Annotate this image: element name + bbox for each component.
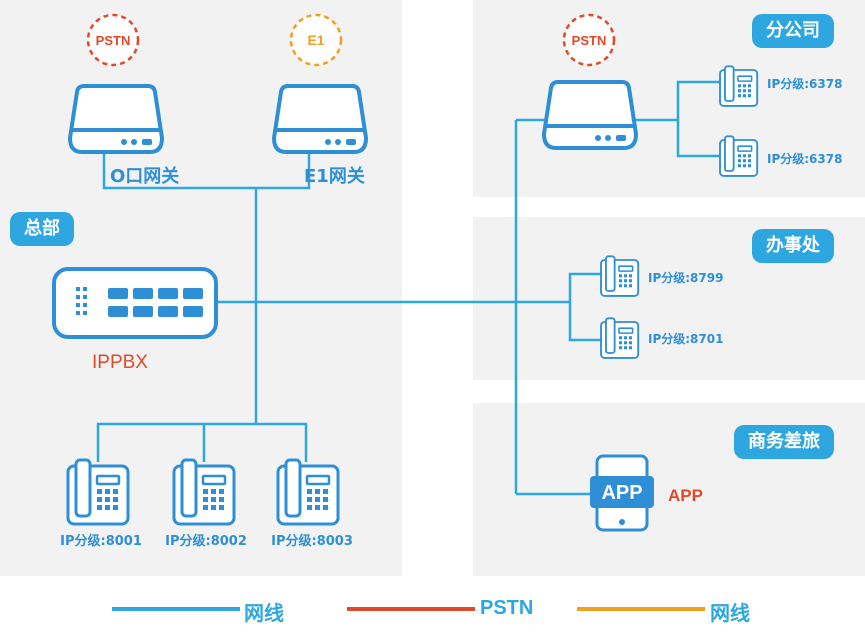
- branch-pstn-badge-text: PSTN: [572, 33, 607, 48]
- o-gateway-label: O口网关: [110, 165, 179, 187]
- branch-title: 分公司: [752, 14, 834, 48]
- hq-phone-2-icon: [172, 458, 236, 526]
- e1-gateway-icon: [272, 84, 368, 154]
- hq-phone-3-icon: [276, 458, 340, 526]
- o-gateway-icon: [68, 84, 164, 154]
- hq-phone-2-label: IP分级:8002: [165, 533, 247, 549]
- hq-phone-1-icon: [66, 458, 130, 526]
- legend-network-label: 网线: [244, 601, 284, 625]
- branch-phone-2-icon: [719, 135, 759, 177]
- branch-pstn-badge: PSTN: [562, 13, 616, 67]
- office-phone-1-icon: [600, 255, 640, 297]
- office-phone-2-label: IP分级:8701: [648, 331, 723, 346]
- app-label: APP: [668, 486, 703, 505]
- hq-phone-1-label: IP分级:8001: [60, 533, 142, 549]
- e1-gateway-label: E1网关: [304, 165, 365, 187]
- ippbx-switch-icon: [52, 267, 218, 339]
- hq-e1-badge: E1: [289, 13, 343, 67]
- branch-phone-1-label: IP分级:6378: [767, 76, 842, 91]
- legend-pstn-label: PSTN: [480, 597, 534, 619]
- hq-pstn-badge-text: PSTN: [96, 33, 131, 48]
- hq-pstn-badge: PSTN: [86, 13, 140, 67]
- office-title: 办事处: [752, 229, 834, 263]
- branch-phone-2-label: IP分级:6378: [767, 151, 842, 166]
- branch-gateway-icon: [542, 80, 638, 150]
- app-tablet-icon: APP: [590, 454, 654, 532]
- hq-title: 总部: [10, 212, 74, 246]
- hq-phone-3-label: IP分级:8003: [271, 533, 353, 549]
- travel-title: 商务差旅: [734, 425, 834, 459]
- office-phone-2-icon: [600, 317, 640, 359]
- office-phone-1-label: IP分级:8799: [648, 270, 723, 285]
- branch-phone-1-icon: [719, 65, 759, 107]
- hq-e1-badge-text: E1: [307, 32, 324, 48]
- app-icon-text: APP: [601, 482, 642, 504]
- network-lines: [96, 80, 720, 496]
- legend-e1-label: 网线: [710, 601, 750, 625]
- ippbx-label: IPPBX: [92, 352, 148, 373]
